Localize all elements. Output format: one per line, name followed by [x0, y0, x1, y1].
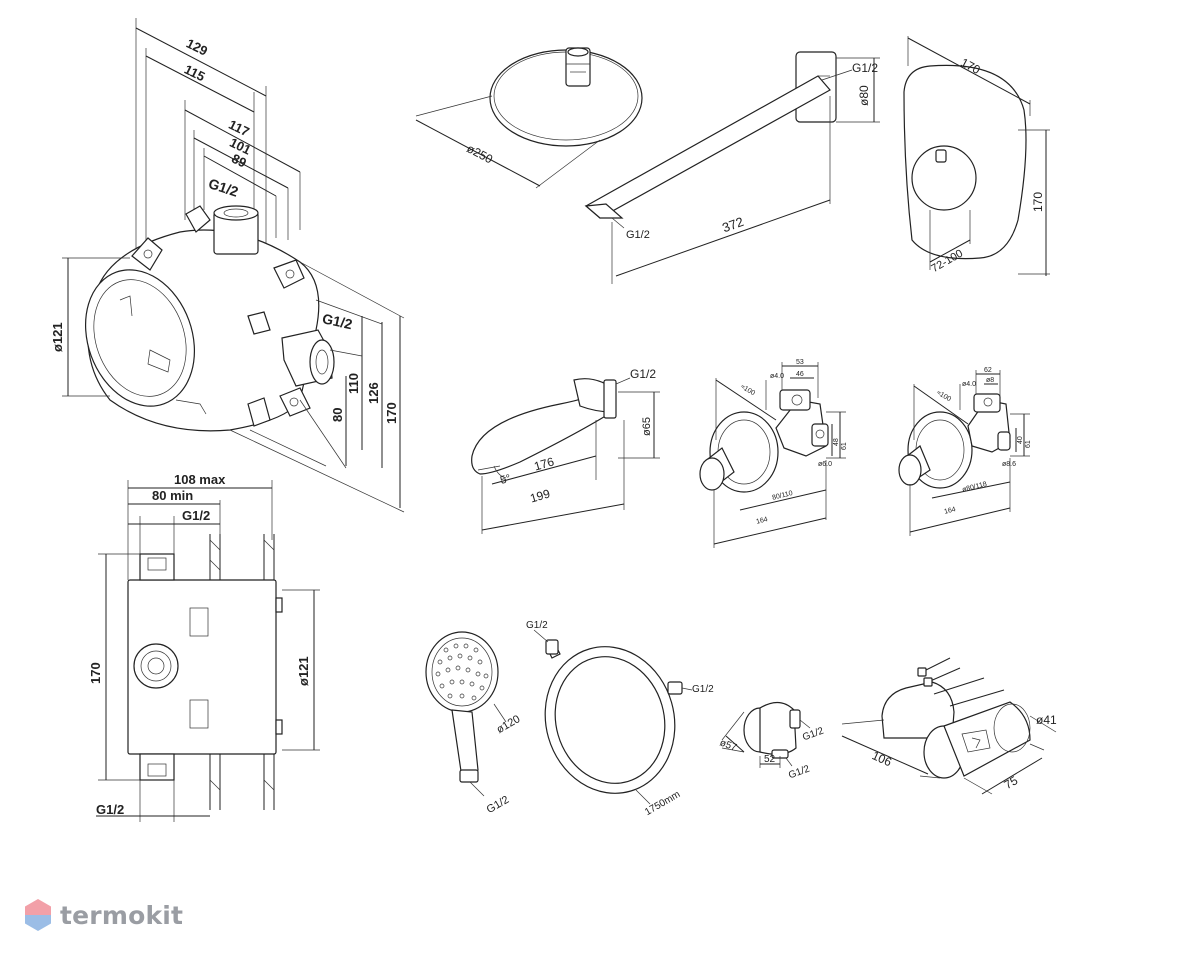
dim-front-d121: ø121 — [296, 656, 311, 686]
t2-dim-d4: ø4.0 — [962, 381, 976, 388]
dim-spout-d65: ø65 — [641, 417, 653, 436]
wall-outlet: ø57 52 G1/2 G1/2 — [718, 701, 826, 781]
t2-dim-62: 62 — [984, 367, 992, 374]
shower-holder: 106 75 ø41 — [841, 657, 1057, 795]
dim-170: 170 — [384, 402, 399, 424]
t2-dim-61: 61 — [1025, 440, 1032, 448]
thread-outlet-1: G1/2 — [801, 725, 826, 743]
thermostat-body-2: ≈100 62 ø4.0 ø8 40 61 ø8.6 ø80/118 164 — [898, 367, 1032, 536]
thread-hose-1: G1/2 — [526, 620, 548, 631]
brand-logo: termokit — [24, 898, 183, 932]
thread-spout: G1/2 — [630, 367, 656, 381]
hexagon-logo-icon — [25, 899, 51, 931]
t1-dim-53: 53 — [796, 359, 804, 366]
dim-108-max: 108 max — [174, 472, 226, 487]
shower-arm: G1/2 ø80 372 G1/2 — [584, 51, 880, 284]
dim-spout-angle: 5° — [499, 472, 512, 486]
dim-outlet-d57: ø57 — [718, 738, 738, 754]
t2-dim-d8-6: ø8.6 — [1002, 461, 1016, 468]
t1-dim-164: 164 — [756, 516, 769, 526]
t1-dim-61: 61 — [841, 442, 848, 450]
bath-spout: G1/2 ø65 5° 176 199 — [471, 367, 660, 534]
t2-dim-80-118: ø80/118 — [962, 481, 988, 494]
dim-117: 117 — [226, 117, 251, 140]
dim-arm-d80: ø80 — [857, 85, 871, 106]
overhead-shower: ø250 — [415, 47, 643, 189]
dim-hose-1750: 1750mm — [643, 789, 682, 818]
dim-80-min: 80 min — [152, 488, 193, 503]
dim-holder-106: 106 — [870, 748, 894, 769]
t2-dim-164: 164 — [944, 506, 957, 516]
t1-dim-100: ≈100 — [739, 383, 756, 397]
t2-dim-d8: ø8 — [986, 377, 994, 384]
thread-front-bottom: G1/2 — [96, 802, 124, 817]
thread-front-top: G1/2 — [182, 508, 210, 523]
thread-arm-head: G1/2 — [626, 229, 650, 241]
thread-top: G1/2 — [207, 175, 241, 200]
dim-trim-170h: 170 — [1031, 192, 1045, 212]
dim-spout-199: 199 — [528, 486, 551, 505]
dim-d250: ø250 — [464, 141, 495, 166]
brand-name: termokit — [60, 900, 184, 930]
dim-110: 110 — [346, 373, 361, 394]
thread-hand: G1/2 — [485, 794, 512, 816]
dim-115: 115 — [182, 62, 207, 85]
shower-hose: G1/2 G1/2 1750mm — [526, 620, 714, 818]
hand-shower: ø120 G1/2 — [425, 631, 523, 816]
trim-plate: 170 170 72-100 — [903, 36, 1050, 276]
thread-hose-2: G1/2 — [692, 684, 714, 695]
t2-dim-40: 40 — [1017, 436, 1024, 444]
dim-80: 80 — [330, 408, 345, 422]
dim-holder-75: 75 — [1002, 773, 1021, 792]
mixer-box-isometric: 129 115 117 101 89 G1/2 G1/2 ø121 110 12… — [50, 18, 405, 513]
mixer-box-front-view: 108 max 80 min G1/2 170 ø121 G1/2 — [88, 472, 320, 822]
dim-holder-d41: ø41 — [1036, 713, 1057, 727]
t1-dim-d6: ø6.0 — [818, 461, 832, 468]
t1-dim-80-110: 80/110 — [772, 490, 794, 502]
dim-89: 89 — [229, 151, 249, 171]
dim-front-170: 170 — [88, 662, 103, 684]
thermostat-body-1: ≈100 53 ø4.0 46 48 61 ø6.0 80/110 164 — [699, 359, 848, 548]
dim-126: 126 — [366, 382, 381, 404]
thread-side: G1/2 — [321, 310, 354, 332]
t1-dim-48: 48 — [833, 438, 840, 446]
dim-outlet-52: 52 — [764, 754, 776, 765]
thread-outlet-2: G1/2 — [787, 763, 812, 781]
t1-dim-d4: ø4.0 — [770, 373, 784, 380]
t2-dim-100: ≈100 — [935, 389, 952, 403]
t1-dim-46: 46 — [796, 371, 804, 378]
dim-hand-d120: ø120 — [495, 713, 523, 736]
dim-arm-372: 372 — [720, 214, 746, 236]
thread-arm-wall: G1/2 — [852, 61, 878, 75]
dim-d121: ø121 — [50, 322, 65, 352]
dim-spout-176: 176 — [532, 454, 555, 473]
